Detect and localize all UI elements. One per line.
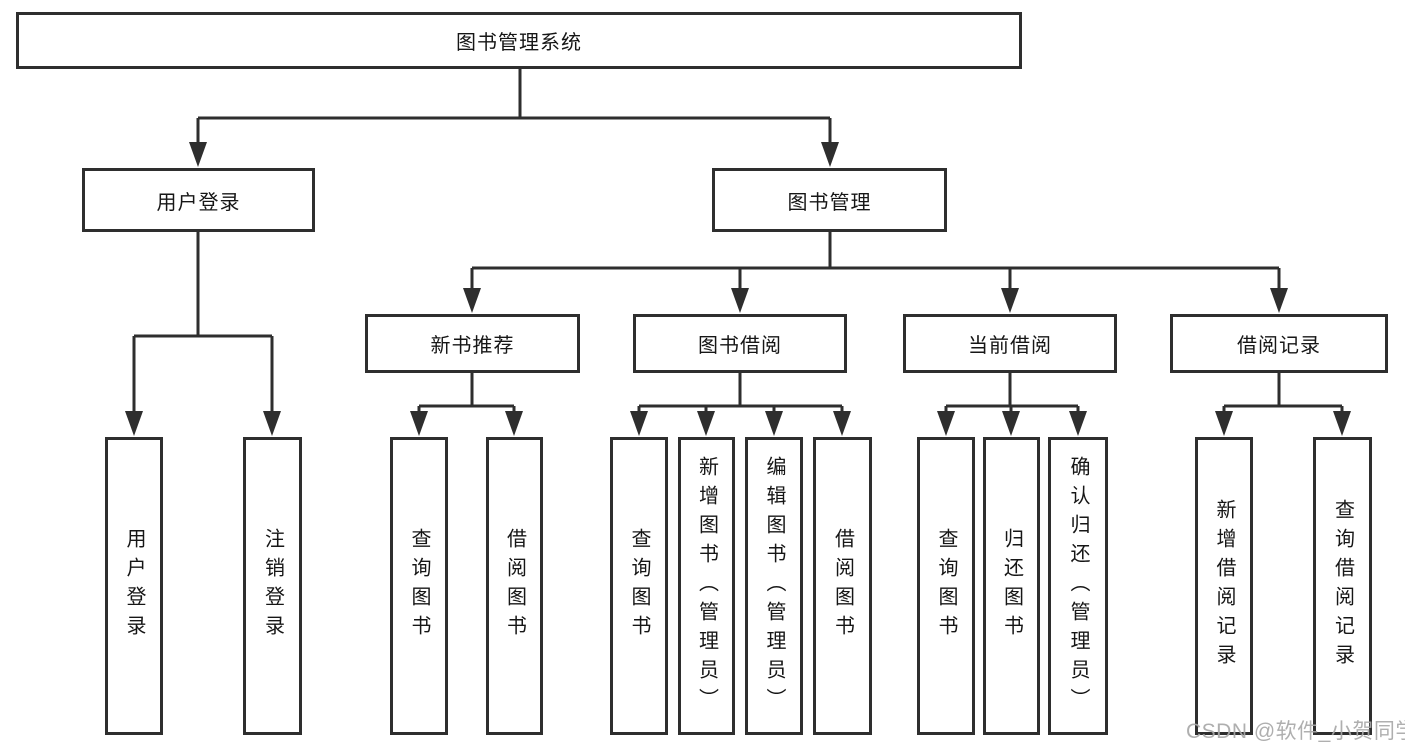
node-query-books-recommend: 查询图书 — [390, 437, 448, 735]
csdn-watermark: CSDN @软件_小贺同学 — [1186, 720, 1405, 743]
node-query-books-current: 查询图书 — [917, 437, 975, 735]
node-book-borrowing: 图书借阅 — [633, 314, 847, 373]
node-book-management: 图书管理 — [712, 168, 947, 232]
node-label: 查询借阅记录 — [1331, 499, 1354, 673]
node-label: 编辑图书（管理员） — [763, 455, 785, 717]
node-new-book-recommendation: 新书推荐 — [365, 314, 580, 373]
node-query-borrow-record: 查询借阅记录 — [1313, 437, 1372, 735]
node-current-borrowing: 当前借阅 — [903, 314, 1117, 373]
node-label: 注销登录 — [261, 528, 284, 644]
node-label: 确认归还（管理员） — [1067, 455, 1089, 717]
node-label: 借阅图书 — [503, 528, 526, 644]
node-return-books: 归还图书 — [983, 437, 1040, 735]
node-label: 用户登录 — [123, 528, 145, 644]
node-query-books-borrowing: 查询图书 — [610, 437, 668, 735]
node-borrow-books-leaf: 借阅图书 — [813, 437, 872, 735]
node-label: 新增借阅记录 — [1213, 499, 1235, 673]
node-label: 查询图书 — [408, 528, 430, 644]
node-logout-leaf: 注销登录 — [243, 437, 302, 735]
node-user-login-leaf: 用户登录 — [105, 437, 163, 735]
node-add-borrow-record: 新增借阅记录 — [1195, 437, 1253, 735]
node-add-books-admin: 新增图书（管理员） — [678, 437, 735, 735]
node-label: 查询图书 — [628, 528, 650, 644]
node-borrow-books-recommend: 借阅图书 — [486, 437, 543, 735]
node-confirm-return-admin: 确认归还（管理员） — [1048, 437, 1108, 735]
node-edit-books-admin: 编辑图书（管理员） — [745, 437, 803, 735]
node-label: 借阅图书 — [831, 528, 854, 644]
node-label: 新增图书（管理员） — [695, 455, 718, 717]
node-label: 查询图书 — [935, 528, 957, 644]
node-label: 归还图书 — [1000, 528, 1023, 644]
node-library-system: 图书管理系统 — [16, 12, 1022, 69]
node-borrowing-records: 借阅记录 — [1170, 314, 1388, 373]
node-user-login: 用户登录 — [82, 168, 315, 232]
